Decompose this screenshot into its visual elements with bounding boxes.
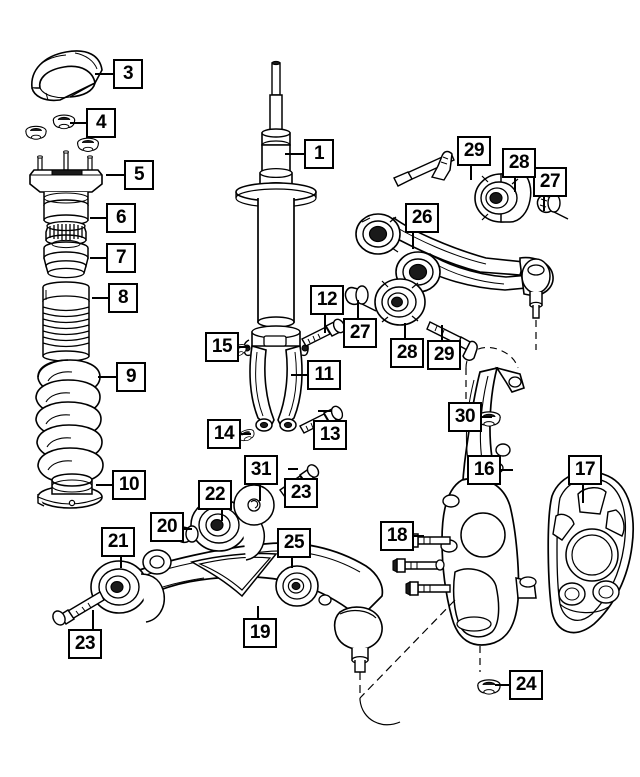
callout-spring-isolator[interactable]: 7 [106, 243, 136, 273]
callout-jounce-bumper-dust-boot[interactable]: 8 [108, 283, 138, 313]
callout-strut-shock-absorber[interactable]: 1 [304, 139, 334, 169]
callout-lower-spring-seat[interactable]: 10 [112, 470, 146, 500]
callout-ball-joint-nut[interactable]: 20 [150, 512, 184, 542]
bolt-part-29-left [426, 321, 478, 361]
callout-knuckle-upper-nut[interactable]: 30 [448, 402, 482, 432]
leader-line-upper-strut-mount [106, 174, 124, 176]
leader-line-lower-fork-bolt [318, 410, 332, 412]
leader-line-front-control-arm-bushing [120, 552, 122, 568]
brake-splash-shield-part-17 [547, 471, 635, 634]
callout-strut-cap-cover[interactable]: 3 [113, 59, 143, 89]
callout-knuckle-to-shield-bolt[interactable]: 18 [380, 521, 414, 551]
leader-line-strut-fork-bracket [291, 374, 307, 376]
leader-line-upper-fork-nut [235, 346, 249, 348]
leader-line-upper-arm-bolt-right [470, 164, 472, 180]
nut-part-27-left [344, 285, 377, 312]
callout-upper-fork-bolt[interactable]: 12 [310, 285, 344, 315]
lower-spring-seat-part-10 [37, 473, 103, 509]
callout-pivot-washer[interactable]: 31 [244, 455, 278, 485]
leader-line-strut-shock-absorber [285, 153, 304, 155]
leader-line-control-arm-ball-joint-bush [291, 552, 293, 568]
callout-upper-spring-seat-bearing[interactable]: 6 [106, 203, 136, 233]
callout-upper-control-arm[interactable]: 26 [405, 203, 439, 233]
strut-assembly-part-1 [235, 60, 317, 328]
bolt-part-29-right [393, 150, 455, 187]
bolt-part-23-lower [52, 591, 105, 626]
leader-line-brake-splash-shield [582, 485, 584, 503]
leader-line-spring-isolator [90, 257, 106, 259]
leader-line-upper-arm-bolt-left [441, 325, 443, 340]
coil-spring-part-9 [35, 359, 104, 484]
lower-control-arm-part-19 [90, 498, 401, 726]
callout-upper-fork-nut[interactable]: 15 [205, 332, 239, 362]
leader-line-upper-arm-bushing-left [404, 323, 406, 338]
callout-knuckle-lower-nut[interactable]: 24 [509, 670, 543, 700]
leader-line-lower-fork-nut [237, 433, 251, 435]
strut-cap-part-3 [31, 50, 103, 102]
jounce-bumper-boot-part-8 [42, 281, 90, 362]
leader-line-upper-arm-nut-right [543, 195, 545, 211]
leader-line-lower-control-arm [257, 606, 259, 618]
callout-lower-fork-bolt[interactable]: 13 [313, 420, 347, 450]
leader-line-strut-cap-cover [95, 73, 113, 75]
callout-rear-control-arm-bushing[interactable]: 22 [198, 480, 232, 510]
nut-part-27-right [536, 193, 569, 220]
leader-line-control-arm-pivot-bolt-rear [288, 468, 298, 470]
leader-line-ball-joint-nut [178, 528, 192, 530]
upper-strut-mount-part-5 [29, 150, 103, 226]
leader-line-control-arm-pivot-bolt-front [92, 610, 94, 629]
callout-control-arm-pivot-bolt-front[interactable]: 23 [68, 629, 102, 659]
leader-line-knuckle-upper-nut [478, 416, 492, 418]
callout-lower-control-arm[interactable]: 19 [243, 618, 277, 648]
callout-brake-splash-shield[interactable]: 17 [568, 455, 602, 485]
nut-part-24 [477, 679, 501, 695]
washer-ring [142, 549, 172, 575]
leader-line-upper-spring-seat-bearing [90, 217, 106, 219]
callout-strut-fork-bracket[interactable]: 11 [307, 360, 341, 390]
callout-control-arm-pivot-bolt-rear[interactable]: 23 [284, 478, 318, 508]
bushing-part-28-left [374, 278, 426, 326]
callout-upper-arm-bushing-left[interactable]: 28 [390, 338, 424, 368]
callout-strut-mount-nut[interactable]: 4 [86, 108, 116, 138]
leader-line-upper-control-arm [412, 231, 414, 249]
callout-coil-spring[interactable]: 9 [116, 362, 146, 392]
callout-front-control-arm-bushing[interactable]: 21 [101, 527, 135, 557]
callout-upper-strut-mount[interactable]: 5 [124, 160, 154, 190]
leader-line-knuckle-lower-nut [495, 684, 509, 686]
leader-line-upper-arm-nut-left [357, 300, 359, 318]
callout-upper-arm-nut-left[interactable]: 27 [343, 318, 377, 348]
callout-control-arm-ball-joint-bush[interactable]: 25 [277, 528, 311, 558]
leader-line-lower-spring-seat [96, 484, 112, 486]
strut-fork-part-11 [243, 325, 309, 432]
leader-line-upper-arm-bushing-right [514, 176, 516, 192]
leader-line-strut-mount-nut [70, 122, 86, 124]
callout-steering-knuckle[interactable]: 16 [467, 455, 501, 485]
callout-upper-arm-bolt-left[interactable]: 29 [427, 340, 461, 370]
bolt-part-12 [301, 318, 346, 347]
leader-line-upper-fork-bolt [324, 315, 326, 333]
leader-line-coil-spring [98, 376, 116, 378]
leader-line-rear-control-arm-bushing [221, 505, 223, 521]
leader-line-steering-knuckle [497, 469, 513, 471]
callout-upper-arm-bushing-right[interactable]: 28 [502, 148, 536, 178]
washer-part-31 [233, 484, 275, 526]
leader-line-knuckle-to-shield-bolt [410, 535, 424, 537]
callout-upper-arm-bolt-right[interactable]: 29 [457, 136, 491, 166]
spring-isolator-part-7 [43, 239, 89, 279]
bushing-part-28-right [474, 171, 532, 223]
callout-upper-arm-nut-right[interactable]: 27 [533, 167, 567, 197]
leader-line-pivot-washer [259, 485, 261, 501]
leader-line-jounce-bumper-dust-boot [92, 297, 108, 299]
callout-lower-fork-nut[interactable]: 14 [207, 419, 241, 449]
